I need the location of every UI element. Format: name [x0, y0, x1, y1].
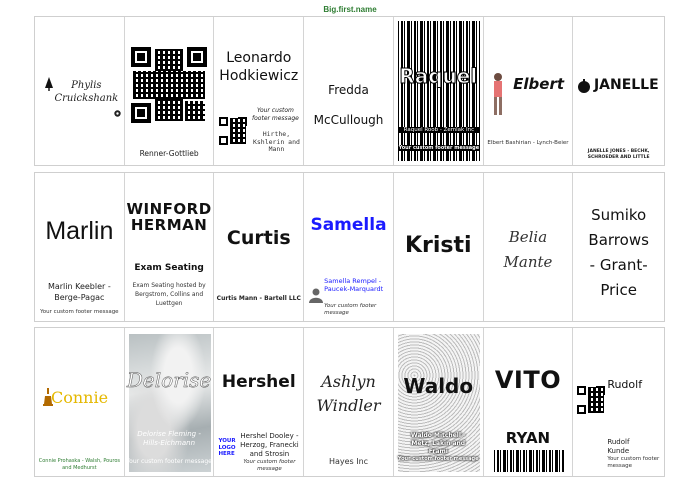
badge-first-name: Connie: [51, 388, 109, 407]
badge-full-last: Kunde: [607, 447, 630, 455]
badge-first-name: Rudolf: [607, 378, 643, 391]
badge-company-part: - Grant-: [589, 256, 648, 274]
badge-company: Elbert Bashirian - Lynch-Beier: [487, 140, 569, 146]
badge-first-name: Elbert: [513, 75, 565, 93]
badge-first-name: Leonardo: [226, 50, 292, 66]
badge-samella-rempel[interactable]: Samella Samella Rempel - Paucek-Marquard…: [304, 173, 394, 321]
user-avatar-icon: [309, 288, 324, 303]
qr-code: [577, 386, 606, 414]
badge-last-name: Cruickshank: [54, 93, 119, 104]
badge-ashlyn-windler[interactable]: Ashlyn Windler Hayes Inc: [304, 328, 394, 476]
badge-company: Curtis Mann - Bartell LLC: [216, 295, 301, 302]
badge-first-name: Curtis: [226, 227, 291, 249]
qr-code: [130, 47, 207, 123]
snow-photo-background: [128, 334, 211, 472]
badge-last-name: Herman: [130, 216, 208, 234]
badge-elbert-bashirian[interactable]: Elbert Elbert Bashirian - Lynch-Beier: [483, 17, 574, 165]
badge-belia-mante[interactable]: Belia Mante: [483, 173, 574, 321]
speckle-photo-background: [397, 334, 480, 472]
badge-first-name: Marlin: [45, 217, 114, 245]
badge-first-name: Kristi: [404, 233, 472, 258]
badge-janelle-jones[interactable]: JANELLE JANELLE JONES - BECHK, SCHROEDER…: [573, 17, 665, 165]
badge-company: Waldo Mitchell - Metz, Lakin and Frami: [410, 432, 466, 455]
badge-company: Samella Rempel - Paucek-Marquardt: [324, 277, 384, 293]
badge-full-first: Rudolf: [607, 438, 630, 446]
badge-company: Delorise Fleming - Hills-Eichmann: [137, 430, 201, 447]
badge-vito-ryan[interactable]: VITO RYAN: [483, 328, 574, 476]
badge-leonardo-hodkiewicz[interactable]: Leonardo Hodkiewicz Your custom footer m…: [214, 17, 305, 165]
badge-company: Connie Prohaska - Walsh, Pouros and Medh…: [38, 458, 120, 471]
badge-curtis-mann[interactable]: Curtis Curtis Mann - Bartell LLC: [214, 173, 305, 321]
badge-first-name: Raquel: [399, 64, 478, 89]
badge-phylis-cruickshank[interactable]: Phylis Cruickshank: [35, 17, 125, 165]
badge-hosted-by: Exam Seating hosted by Bergstrom, Collin…: [132, 282, 206, 307]
badge-footer: Your custom footer message: [243, 459, 296, 472]
badge-kristi[interactable]: Kristi: [393, 173, 484, 321]
badge-last-name: Barrows: [588, 231, 649, 249]
badge-company: Hayes Inc: [328, 457, 369, 466]
badge-footer: Your custom footer message: [607, 456, 660, 469]
badge-first-name: Sumiko: [591, 206, 647, 224]
badge-last-name: Hodkiewicz: [219, 68, 299, 84]
badge-last-name: Mante: [503, 253, 553, 271]
badge-last-name: RYAN: [505, 429, 551, 447]
badge-company: Hirthe, Kshlerin and Mann: [252, 130, 300, 153]
badge-company: Hershel Dooley - Herzog, Franecki and St…: [240, 432, 299, 458]
badge-company: Marlin Keebler - Berge-Pagac: [47, 282, 111, 302]
person-photo-icon: [493, 73, 502, 115]
badge-footer: Your custom footer message: [126, 458, 212, 465]
badge-first-name: JANELLE: [593, 77, 659, 93]
qr-code: [219, 117, 248, 145]
badge-company: JANELLE JONES - BECHK, SCHROEDER AND LIT…: [587, 149, 650, 160]
badge-first-name: Fredda: [328, 83, 369, 97]
badge-footer: Your custom footer message: [40, 309, 119, 315]
badge-first-name: Phylis: [71, 80, 102, 91]
badge-winford-herman[interactable]: Winford Herman Exam Seating Exam Seating…: [124, 173, 215, 321]
badge-footer: Your custom footer message: [324, 303, 377, 316]
badge-footer: Your custom footer message: [397, 456, 479, 462]
badge-company: Raquel Roob - Zemlak Inc: [397, 127, 480, 133]
pumpkin-icon: [578, 79, 591, 93]
gear-icon: [114, 110, 121, 117]
badge-first-name: Belia: [508, 228, 548, 246]
badge-raquel[interactable]: Raquel Raquel Roob - Zemlak Inc Your cus…: [393, 17, 484, 165]
badge-company: Renner-Gottlieb: [139, 149, 199, 158]
badge-marlin-keebler[interactable]: Marlin Marlin Keebler - Berge-Pagac Your…: [35, 173, 125, 321]
badge-footer: Your custom footer message: [252, 107, 299, 122]
badge-last-name: Windler: [316, 396, 381, 415]
badge-last-name: McCullough: [313, 113, 384, 127]
badge-first-name: Waldo: [403, 374, 474, 398]
badge-row-3: Connie Connie Prohaska - Walsh, Pouros a…: [34, 327, 665, 477]
badge-hershel-dooley[interactable]: Hershel YOUR LOGO HERE Hershel Dooley - …: [214, 328, 305, 476]
tree-icon: [45, 77, 53, 91]
barcode-background: [397, 21, 480, 161]
badge-company-part: Price: [600, 281, 637, 299]
badge-row-1: Phylis Cruickshank Renner-Gottlieb Leona…: [34, 16, 665, 166]
badge-first-name: Samella: [310, 215, 387, 235]
badge-renner-gottlieb[interactable]: Renner-Gottlieb: [124, 17, 215, 165]
badge-event: Exam Seating: [134, 263, 204, 273]
badge-connie-prohaska[interactable]: Connie Connie Prohaska - Walsh, Pouros a…: [35, 328, 125, 476]
badge-sumiko-barrows[interactable]: Sumiko Barrows - Grant- Price: [573, 173, 665, 321]
badge-first-name: Hershel: [221, 372, 296, 392]
badge-rudolf-kunde[interactable]: Rudolf Rudolf Kunde Your custom footer m…: [573, 328, 665, 476]
badge-first-name: VITO: [494, 366, 562, 394]
badge-first-name: Ashlyn: [321, 372, 376, 391]
logo-placeholder: YOUR LOGO HERE: [218, 438, 236, 457]
badge-first-name: Winford: [126, 200, 212, 218]
badge-waldo-mitchell[interactable]: Waldo Waldo Mitchell - Metz, Lakin and F…: [393, 328, 484, 476]
badge-fredda-mccullough[interactable]: Fredda McCullough: [304, 17, 394, 165]
barcode: [493, 450, 564, 472]
badge-footer: Your custom footer message: [397, 145, 480, 151]
badge-first-name: Delorise: [126, 368, 212, 393]
badge-delorise-fleming[interactable]: Delorise Delorise Fleming - Hills-Eichma…: [124, 328, 215, 476]
badge-row-2: Marlin Marlin Keebler - Berge-Pagac Your…: [34, 172, 665, 322]
sheet-title: Big.first.name: [323, 5, 377, 14]
bell-icon: [43, 388, 53, 406]
